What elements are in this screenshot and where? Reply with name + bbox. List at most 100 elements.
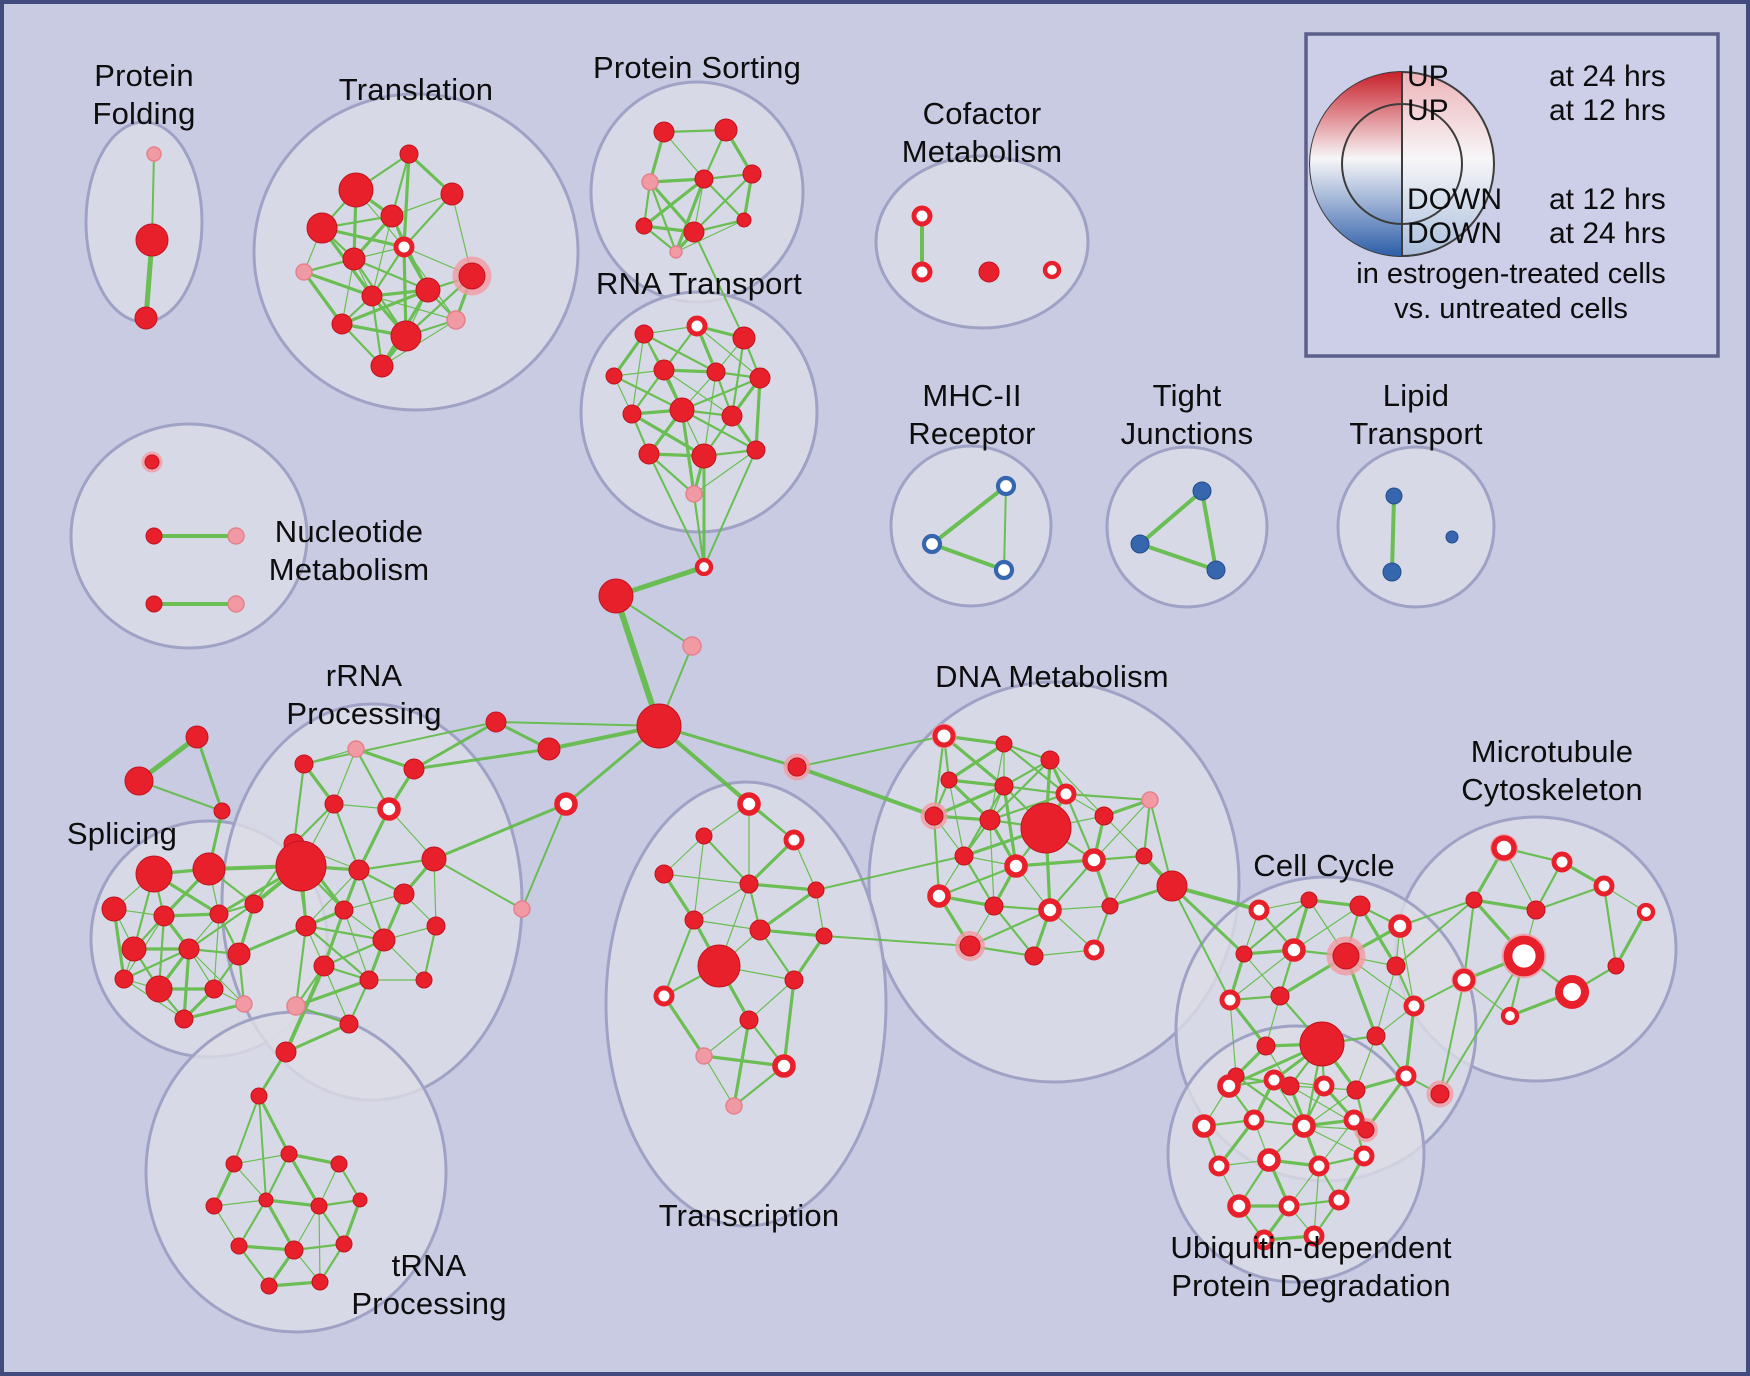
network-node	[352, 1192, 368, 1208]
node-shape	[393, 883, 415, 905]
node-shape	[359, 970, 379, 990]
node-shape	[1491, 835, 1517, 861]
network-edge	[1355, 1035, 1377, 1091]
network-edge	[233, 1095, 260, 1165]
node-shape	[684, 910, 704, 930]
label-mhc-ii-receptor: Receptor	[908, 416, 1036, 451]
label-lipid-transport: Lipid	[1382, 378, 1450, 413]
node-shape	[1554, 974, 1590, 1010]
network-node	[446, 310, 466, 330]
network-node	[1593, 875, 1615, 897]
node-shape	[205, 1197, 223, 1215]
network-node	[654, 864, 674, 884]
network-node	[250, 1087, 268, 1105]
network-node	[742, 164, 762, 184]
network-node	[1083, 939, 1105, 961]
network-edge	[294, 924, 308, 1008]
network-edge	[693, 231, 745, 339]
network-edge	[675, 219, 745, 253]
network-node	[134, 306, 158, 330]
network-node	[348, 859, 370, 881]
network-node	[954, 846, 974, 866]
node-shape	[994, 776, 1014, 796]
node-shape	[342, 247, 366, 271]
network-edge	[642, 332, 718, 374]
node-shape	[1382, 562, 1402, 582]
network-edge	[1305, 1089, 1357, 1127]
network-edge	[495, 721, 660, 727]
cluster-ellipse-transcription	[604, 780, 888, 1228]
network-edge	[642, 177, 706, 228]
label-rna-transport: RNA Transport	[596, 266, 802, 301]
node-shape	[694, 169, 714, 189]
network-edge	[947, 742, 1006, 782]
network-node	[749, 919, 771, 941]
label-cofactor-metabolism: Cofactor	[922, 96, 1042, 131]
node-shape	[636, 703, 682, 749]
network-edge	[287, 1152, 321, 1208]
network-node	[1353, 1145, 1375, 1167]
network-node	[1385, 487, 1403, 505]
network-node	[984, 896, 1004, 916]
network-node	[1208, 1155, 1230, 1177]
node-shape	[324, 794, 344, 814]
node-shape	[1253, 1229, 1275, 1251]
network-node	[749, 367, 771, 389]
node-shape	[145, 595, 163, 613]
node-shape	[390, 320, 422, 352]
label-tight-junctions: Junctions	[1120, 416, 1254, 451]
network-node	[1263, 1069, 1285, 1091]
network-edge	[521, 803, 567, 910]
network-node	[426, 916, 446, 936]
node-shape	[440, 182, 464, 206]
network-node	[1300, 891, 1318, 909]
network-node	[284, 1240, 304, 1260]
network-node	[669, 397, 695, 423]
legend-down-12-direction: DOWN	[1407, 183, 1502, 216]
network-node	[275, 840, 327, 892]
network-node	[101, 896, 127, 922]
node-shape	[682, 636, 702, 656]
legend-up-12-time: at 12 hrs	[1549, 94, 1666, 127]
network-node	[927, 884, 951, 908]
node-shape	[284, 1240, 304, 1260]
network-node	[145, 975, 173, 1003]
network-node	[995, 475, 1017, 497]
network-edge	[988, 758, 1052, 822]
network-edge	[674, 177, 706, 254]
node-shape	[174, 1009, 194, 1029]
network-edge	[284, 1022, 351, 1054]
network-edge	[267, 1280, 322, 1288]
node-shape	[1192, 481, 1212, 501]
network-node	[485, 711, 507, 733]
network-node	[1366, 1026, 1386, 1046]
network-edge	[1229, 949, 1295, 1001]
network-node	[415, 277, 441, 303]
network-edge	[989, 819, 995, 907]
network-node	[993, 559, 1015, 581]
node-shape	[235, 995, 253, 1013]
network-edge	[680, 408, 758, 452]
network-node	[622, 404, 642, 424]
network-node	[334, 900, 354, 920]
network-node	[1607, 957, 1625, 975]
network-edge	[732, 1018, 751, 1108]
node-shape	[772, 1054, 796, 1078]
node-shape	[280, 1145, 298, 1163]
network-node	[1343, 1109, 1365, 1131]
node-shape	[686, 315, 708, 337]
network-edge	[662, 918, 696, 998]
node-shape	[1020, 802, 1072, 854]
network-edge	[992, 904, 1036, 958]
network-node	[685, 485, 703, 503]
node-shape	[1217, 1074, 1241, 1098]
node-shape	[784, 970, 804, 990]
node-shape	[339, 1014, 359, 1034]
network-node	[380, 204, 404, 228]
label-rrna-processing: Processing	[286, 696, 442, 731]
node-shape	[815, 927, 833, 945]
network-node	[295, 263, 313, 281]
network-edge	[1170, 884, 1246, 956]
node-shape	[415, 971, 433, 989]
network-edge	[187, 902, 256, 951]
